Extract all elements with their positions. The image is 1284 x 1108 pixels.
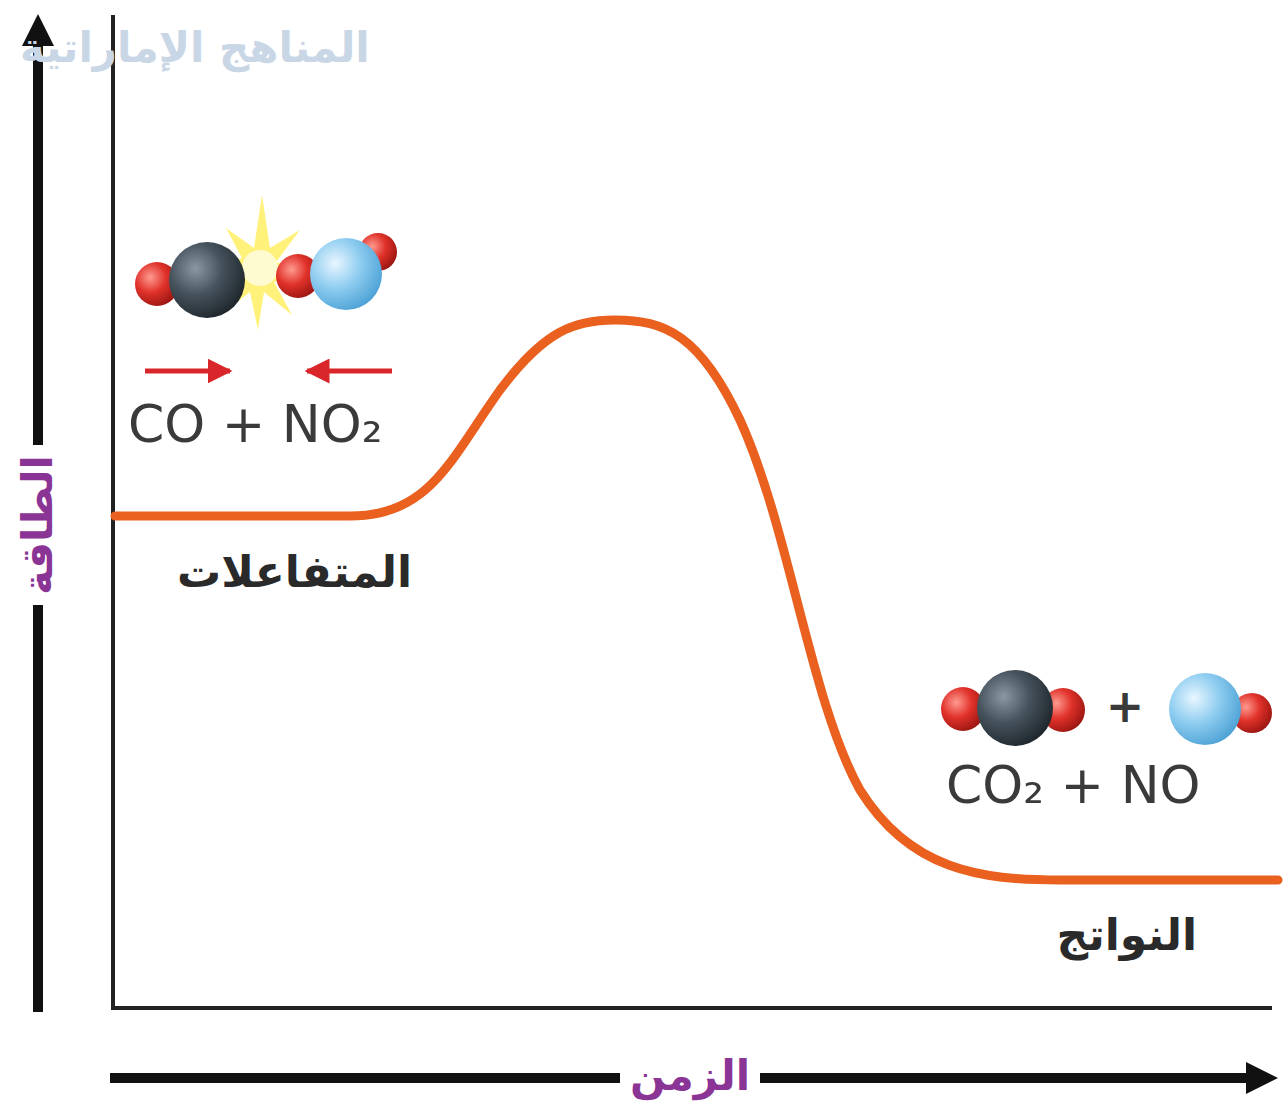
- energy-axis-title: الطاقة: [15, 445, 61, 605]
- energy-curve: [115, 320, 1278, 880]
- energy-axis-title-text: الطاقة: [13, 445, 62, 605]
- reactants-label: المتفاعلات: [177, 548, 412, 596]
- products-formula: CO₂ + NO: [946, 757, 1201, 814]
- no-molecule: [1169, 673, 1272, 745]
- reactants-formula: CO + NO₂: [128, 396, 383, 453]
- reactants-formula-text: CO + NO₂: [128, 394, 383, 454]
- products-formula-text: CO₂ + NO: [946, 755, 1201, 815]
- reactants-label-text: المتفاعلات: [177, 546, 412, 597]
- co2-molecule: [941, 670, 1085, 746]
- products-label-text: النواتج: [1057, 909, 1197, 960]
- motion-arrow: [307, 369, 392, 374]
- plus-sign-text: +: [1106, 679, 1145, 733]
- products-label: النواتج: [1057, 911, 1197, 959]
- time-arrowhead: [1246, 1062, 1278, 1094]
- plus-sign: +: [1106, 681, 1145, 732]
- no2-molecule: [276, 233, 397, 310]
- time-axis-title: الزمن: [620, 1053, 760, 1099]
- watermark-text: المناهج الإماراتية: [20, 23, 370, 72]
- plot-axis: [111, 1006, 1272, 1010]
- motion-arrow: [145, 369, 230, 374]
- co-molecule: [135, 242, 245, 318]
- time-axis-title-text: الزمن: [620, 1051, 760, 1100]
- watermark: المناهج الإماراتية: [20, 25, 370, 71]
